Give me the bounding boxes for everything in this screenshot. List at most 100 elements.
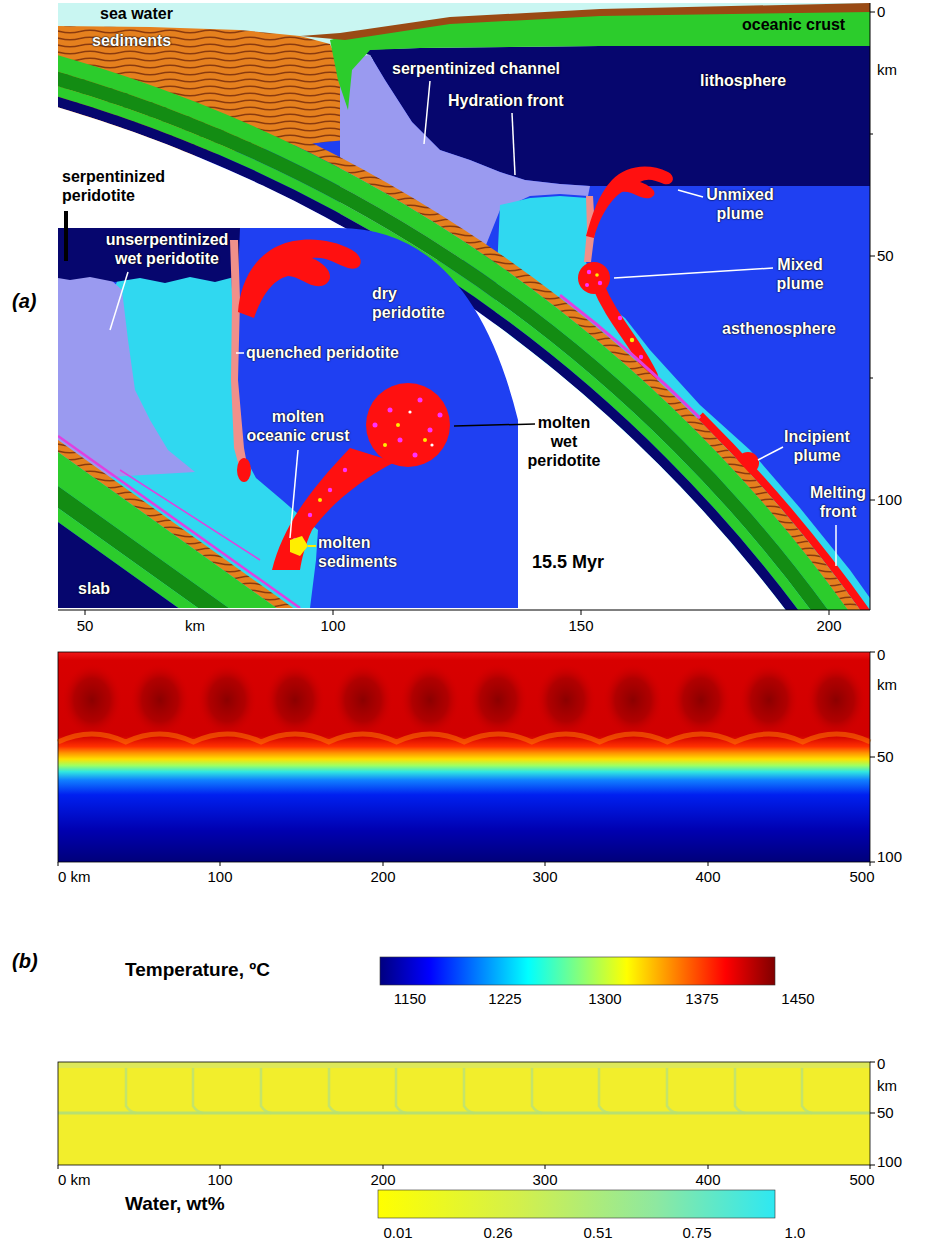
temperature-map xyxy=(603,664,663,736)
water-map xyxy=(58,1112,870,1115)
subduction-model xyxy=(586,166,673,238)
axis-tick: 400 xyxy=(695,868,720,886)
temperature-map xyxy=(536,664,596,736)
region-label: Mixed plume xyxy=(755,256,845,294)
leader-line xyxy=(758,447,783,460)
axis xyxy=(58,1165,59,1169)
leader-line xyxy=(835,525,837,566)
colorbar xyxy=(378,1190,775,1218)
leader-line xyxy=(308,545,316,547)
region-label: sediments xyxy=(92,32,171,51)
water-map xyxy=(802,1068,812,1113)
leader-line xyxy=(110,272,128,330)
leader-line xyxy=(678,190,703,197)
subduction-model xyxy=(58,44,870,610)
inset-zoom xyxy=(388,408,393,413)
axis-tick: 100 xyxy=(207,1171,232,1189)
temperature-map xyxy=(739,664,799,736)
water-map xyxy=(667,1068,677,1113)
inset-zoom xyxy=(237,458,251,482)
temperature-map xyxy=(58,652,870,862)
axis-tick: km xyxy=(877,61,897,79)
axis-tick: 0 km xyxy=(58,868,91,886)
water-map xyxy=(58,1062,870,1165)
axis xyxy=(870,134,873,135)
inset-zoom xyxy=(418,398,423,403)
axis xyxy=(870,3,871,610)
axis xyxy=(220,862,221,866)
temperature-map xyxy=(197,664,257,736)
water-map xyxy=(58,1062,870,1165)
axis xyxy=(545,862,546,866)
water-map xyxy=(532,1068,542,1113)
inset-zoom xyxy=(428,428,433,433)
inset-zoom xyxy=(413,453,418,458)
water-map xyxy=(58,1062,870,1165)
temperature-map xyxy=(58,652,870,862)
inset-zoom xyxy=(396,423,400,427)
region-label: molten oceanic crust xyxy=(243,408,353,446)
subduction-model xyxy=(58,49,870,610)
axis xyxy=(829,610,830,615)
inset-zoom xyxy=(423,438,427,442)
water-map xyxy=(193,1068,203,1113)
axis-tick: 0.26 xyxy=(483,1224,512,1242)
inset-zoom xyxy=(308,513,312,517)
inset-zoom xyxy=(58,486,229,608)
axis xyxy=(870,1165,875,1166)
subduction-model xyxy=(585,283,589,287)
axis-tick: 1225 xyxy=(488,990,521,1008)
leader-line xyxy=(290,450,298,538)
axis xyxy=(870,256,875,257)
axis xyxy=(220,1165,221,1169)
subduction-model xyxy=(630,338,634,342)
water-map xyxy=(261,1068,271,1113)
inset-zoom xyxy=(272,448,395,570)
leader-line xyxy=(614,268,773,278)
axis-tick: 50 xyxy=(77,617,94,635)
inset-zoom xyxy=(366,383,450,467)
axis xyxy=(85,610,86,615)
axis-tick: 100 xyxy=(320,617,345,635)
inset-zoom xyxy=(438,413,443,418)
axis-tick: 0.01 xyxy=(383,1224,412,1242)
axis xyxy=(545,1165,546,1169)
axis-tick: 50 xyxy=(877,247,894,265)
inset-zoom xyxy=(343,468,347,472)
water-map xyxy=(329,1068,339,1113)
axis xyxy=(870,757,875,758)
axis xyxy=(383,1165,384,1169)
inset-zoom xyxy=(58,228,518,608)
axis-tick: 500 xyxy=(849,868,874,886)
subduction-model xyxy=(578,262,610,294)
axis-tick: 1150 xyxy=(394,990,426,1008)
axis xyxy=(383,862,384,866)
inset-zoom xyxy=(58,436,300,608)
inset-zoom xyxy=(383,443,387,447)
leader-line xyxy=(110,81,836,566)
temperature-map xyxy=(62,664,122,736)
axis xyxy=(58,1062,875,1169)
bracket-bar xyxy=(64,211,68,261)
axis xyxy=(870,862,875,863)
region-label: dry peridotite xyxy=(372,285,454,323)
inset-zoom xyxy=(230,240,248,470)
axis xyxy=(58,652,875,866)
region-label: serpentinized peridotite xyxy=(62,168,212,206)
inset-zoom xyxy=(290,536,308,556)
inset-zoom xyxy=(373,423,378,428)
colorbar-title: Temperature, ºC xyxy=(125,959,270,981)
axis-tick: 50 xyxy=(877,1104,894,1122)
axis-tick: km xyxy=(877,676,897,694)
inset-zoom xyxy=(120,470,260,560)
region-label: unserpentinized wet peridotite xyxy=(92,231,242,269)
subduction-model xyxy=(58,22,870,610)
subduction-model xyxy=(618,316,622,320)
region-label: oceanic crust xyxy=(742,16,845,35)
axis-tick: 100 xyxy=(877,848,902,866)
subduction-model xyxy=(595,273,599,277)
subduction-model xyxy=(58,3,870,610)
axis xyxy=(870,1113,875,1114)
